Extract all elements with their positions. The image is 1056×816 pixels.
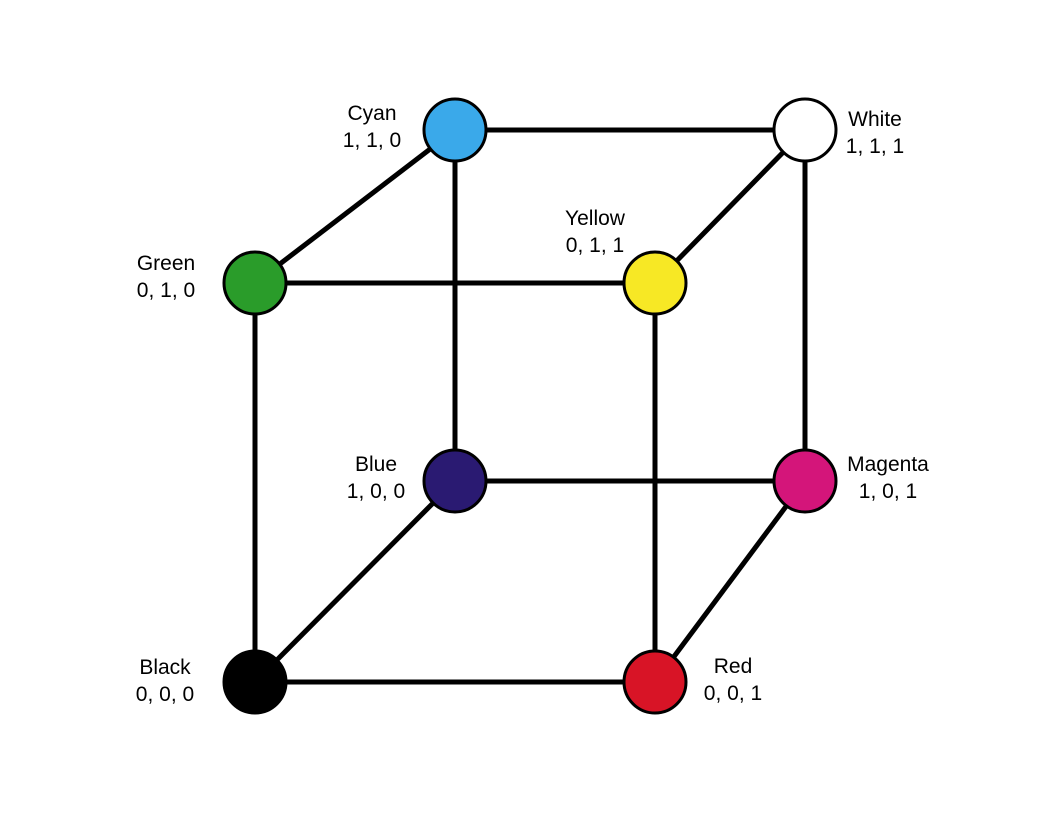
vertex-coords-white: 1, 1, 1 [845, 135, 905, 158]
vertex-magenta [772, 448, 838, 514]
vertex-label-white: White 1, 1, 1 [825, 106, 925, 160]
vertex-label-magenta: Magenta 1, 0, 1 [828, 451, 948, 505]
edge-white-yellow [653, 128, 807, 285]
vertex-name-red: Red [713, 655, 753, 678]
cube-vertices [222, 97, 838, 715]
vertex-white [772, 97, 838, 163]
vertex-label-red: Red 0, 0, 1 [683, 653, 783, 707]
vertex-name-black: Black [139, 656, 191, 679]
vertex-name-blue: Blue [354, 453, 398, 476]
vertex-coords-black: 0, 0, 0 [135, 683, 195, 706]
edge-blue-black [253, 479, 457, 684]
vertex-coords-green: 0, 1, 0 [136, 279, 196, 302]
vertex-coords-magenta: 1, 0, 1 [858, 480, 918, 503]
vertex-name-green: Green [136, 252, 196, 275]
vertex-coords-cyan: 1, 1, 0 [342, 129, 402, 152]
vertex-label-blue: Blue 1, 0, 0 [326, 451, 426, 505]
cube-edges [252, 127, 808, 685]
vertex-label-yellow: Yellow 0, 1, 1 [545, 205, 645, 259]
vertex-red [622, 649, 688, 715]
vertex-name-cyan: Cyan [347, 102, 397, 125]
vertex-cyan [422, 97, 488, 163]
vertex-label-black: Black 0, 0, 0 [115, 654, 215, 708]
vertex-name-yellow: Yellow [565, 207, 625, 230]
vertex-blue [422, 448, 488, 514]
vertex-yellow [622, 250, 688, 316]
vertex-name-white: White [848, 108, 902, 131]
vertex-black [222, 649, 288, 715]
vertex-coords-red: 0, 0, 1 [703, 682, 763, 705]
vertex-coords-yellow: 0, 1, 1 [565, 234, 625, 257]
vertex-label-green: Green 0, 1, 0 [116, 250, 216, 304]
vertex-coords-blue: 1, 0, 0 [346, 480, 406, 503]
vertex-green [222, 250, 288, 316]
vertex-label-cyan: Cyan 1, 1, 0 [322, 100, 422, 154]
vertex-name-magenta: Magenta [847, 453, 929, 476]
edge-cyan-green [253, 128, 457, 285]
edge-magenta-red [652, 479, 808, 684]
